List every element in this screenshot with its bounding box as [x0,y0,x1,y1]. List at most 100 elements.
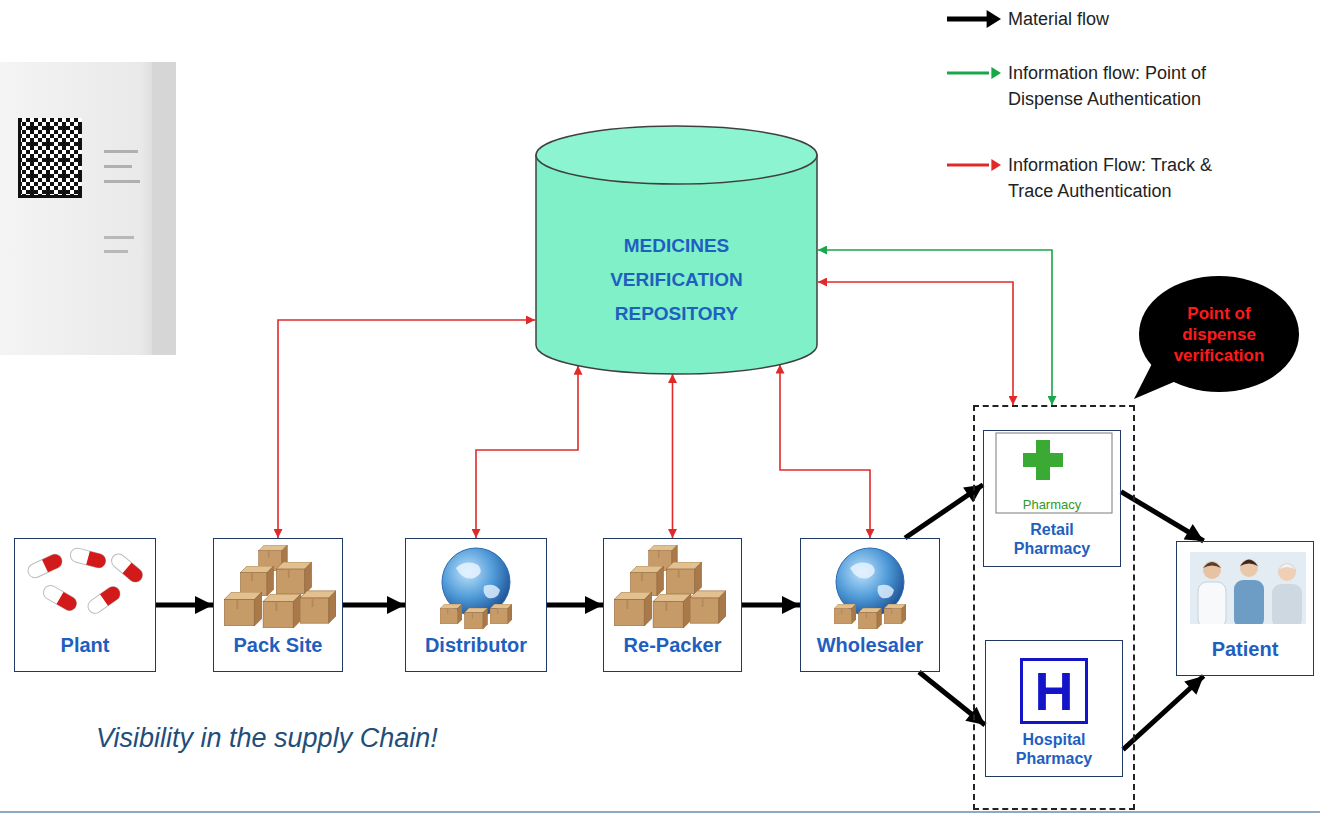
capsule [109,551,146,585]
legend-row: Information flow: Point of Dispense Auth… [945,60,1265,120]
print-mark [104,150,138,153]
track-trace-arrow [672,374,674,538]
carton [834,604,856,624]
legend-arrowhead [991,67,1001,79]
cylinder-top [536,126,817,184]
material-arrow [919,672,985,725]
process-box: H Hospital Pharmacy [985,640,1123,777]
patient-head [1278,563,1296,581]
callout-shape [1139,276,1299,392]
legend-label: Information flow: Point of Dispense Auth… [1008,60,1258,112]
carton [224,592,262,626]
carton [630,566,663,596]
carton [464,608,487,629]
cartons-icon [614,545,726,628]
track-trace-arrow [278,320,535,538]
carton [653,594,691,628]
legend-label: Information Flow: Track & Trace Authenti… [1008,152,1258,204]
node-label: Pack Site [234,633,323,657]
carton [440,604,462,624]
capsule [26,552,65,580]
legend-line [945,9,1003,29]
node-label: Hospital Pharmacy [998,730,1110,768]
datamatrix-code [18,118,82,198]
legend-stroke [947,72,989,75]
patient-hair [1278,564,1296,571]
pills-icon [26,547,146,616]
capsule [85,584,123,616]
datamatrix-finder [18,195,82,198]
carton [858,608,881,629]
carton [240,566,273,596]
callout-text: Point of dispense verification [1159,303,1279,366]
process-box: Distributor [405,538,547,672]
hospital-symbol: H [1020,658,1088,724]
track-trace-arrow [780,365,870,538]
datamatrix-finder [18,118,21,198]
track-trace-arrow [476,366,578,538]
carton [263,594,301,628]
footer-rule [0,811,1320,813]
carton [884,604,906,624]
cylinder-body [536,155,817,374]
patient-body [1272,584,1302,624]
doctor-hair [1203,562,1221,568]
legend-stroke [947,164,989,167]
material-arrow [905,485,983,538]
globe-land [878,585,895,599]
material-arrow [156,603,213,608]
process-box: PharmacyRetail Pharmacy [983,430,1121,567]
legend-arrowhead [987,10,1001,28]
process-box: Pack Site [213,538,343,672]
process-box: Re-Packer [603,538,742,672]
node-label: Plant [61,633,110,657]
node-label: Wholesaler [817,633,924,657]
sign-frame [996,433,1112,513]
nurse-hair [1240,560,1258,567]
process-box: Patient [1176,541,1314,676]
legend-arrowhead [991,159,1001,171]
carton [300,591,336,623]
carton [614,592,652,626]
green-cross [1023,440,1063,480]
material-arrow [547,603,603,608]
process-box: Wholesaler [800,538,940,672]
globe-icon [834,548,906,629]
globe-icon [440,548,512,629]
nurse-head [1240,559,1258,577]
material-arrow [1123,676,1204,750]
carton-face [0,62,176,355]
material-arrow [742,603,800,608]
doctor-head [1203,561,1221,579]
carton [276,562,312,594]
legend-line [945,155,1003,175]
carton [666,562,702,594]
legend-line [945,63,1003,83]
track-trace-arrow [818,282,1013,405]
pharmacy-sign [996,433,1112,513]
carton-edge [152,62,176,355]
print-mark [104,236,134,239]
repository-label: MEDICINES VERIFICATION REPOSITORY [592,229,762,331]
carton [690,591,726,623]
slogan-text: Visibility in the supply Chain! [96,722,438,754]
legend-stroke [947,17,989,22]
barcode-photo [0,62,176,355]
globe-land [850,563,875,579]
globe-land [456,563,481,579]
node-label: Re-Packer [624,633,722,657]
node-label: Patient [1212,637,1279,661]
capsule [69,547,107,570]
callout-bubble: Point of dispense verification [1138,275,1300,393]
legend-label: Material flow [1008,6,1258,32]
patient-photo [1190,552,1306,624]
carton [490,604,512,624]
print-mark [104,165,132,168]
cartons-icon [224,545,336,628]
capsule [41,583,79,613]
node-label: Distributor [425,633,527,657]
doctor-body [1198,582,1226,624]
database-cylinder: MEDICINES VERIFICATION REPOSITORY [535,125,818,375]
